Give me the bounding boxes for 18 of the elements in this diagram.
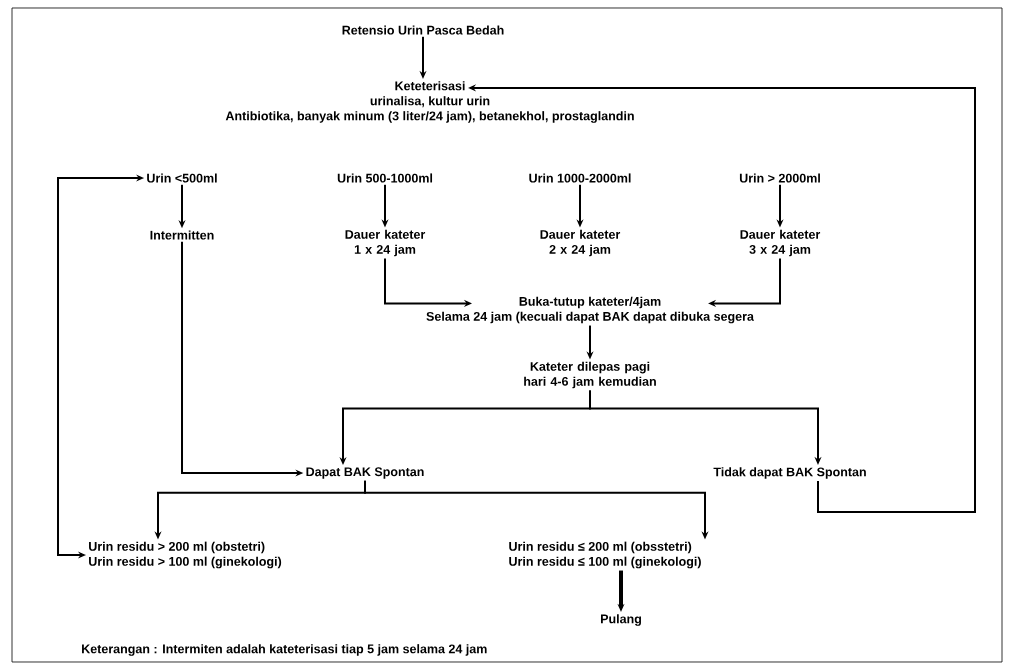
flow-text: Urin 500-1000ml [337,173,433,183]
flow-text: Tidak dapat BAK Spontan [713,467,866,479]
flow-text: Buka-tutup kateter/4jam Selama 24 jam (kecuali dapat BAK dapat dibuka segera [426,296,754,324]
flow-text: Retensio Urin Pasca Bedah [342,25,504,35]
flow-text: Keteterisasi urinalisa, kultur urin Antibiotika, banyak minum (3 liter/24 jam), betanekhol, prostaglandin [225,81,634,123]
flow-text: Urin <500ml [147,173,217,183]
note: Keterangan : Intermiten adalah kateterisasi tiap 5 jam selama 24 jam [82,644,487,656]
flow-text: Urin residu > 200 ml (obstetri) Urin residu > 100 ml (ginekologi) [89,541,282,569]
flow-text: Dauer kateter 3 x 24 jam [740,229,821,257]
flow-text: Intermitten [150,230,214,240]
flow-text: Urin residu ≤ 200 ml (obsstetri) Urin residu ≤ 100 ml (ginekologi) [509,541,701,569]
flow-text: Urin > 2000ml [739,173,820,183]
flow-text: Kateter dilepas pagi hari 4-6 jam kemudian [524,361,656,389]
flow-text: Urin 1000-2000ml [529,173,631,183]
flow-text: Dapat BAK Spontan [306,467,424,479]
flow-text: Dauer kateter 2 x 24 jam [540,229,621,257]
flow-text: Dauer kateter 1 x 24 jam [345,229,426,257]
flow-text: Pulang [601,614,641,626]
